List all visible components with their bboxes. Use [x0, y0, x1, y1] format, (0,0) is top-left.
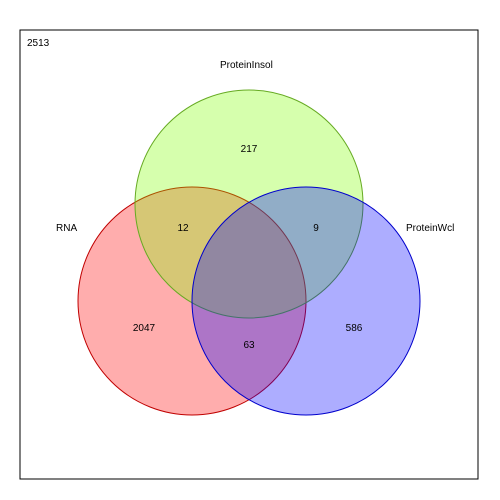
- set-label-rna: RNA: [56, 223, 77, 234]
- plot-frame: [19, 29, 479, 480]
- set-label-proteininsol: ProteinInsol: [220, 60, 273, 71]
- count-proteininsol-only: 217: [241, 144, 258, 155]
- count-rna-only: 2047: [133, 323, 156, 334]
- total-count: 2513: [27, 38, 50, 49]
- set-circle-proteininsol: [134, 89, 364, 319]
- set-label-proteinwcl: ProteinWcl: [406, 223, 454, 234]
- set-circle-proteinwcl: [191, 186, 421, 416]
- count-rna-proteinwcl: 63: [243, 340, 255, 351]
- count-rna-proteininsol: 12: [177, 223, 189, 234]
- count-proteininsol-proteinwcl: 9: [313, 223, 319, 234]
- count-proteinwcl-only: 586: [346, 323, 363, 334]
